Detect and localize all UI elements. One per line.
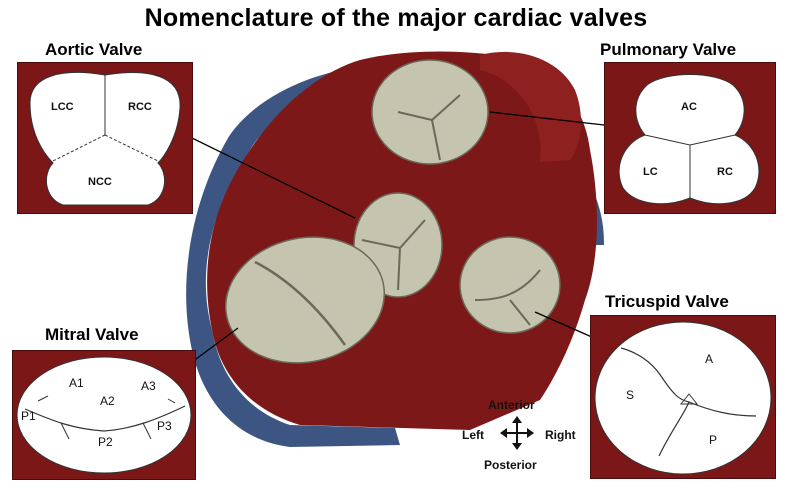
aortic-cusp-label: RCC: [128, 101, 152, 113]
pulmonary-trunk: [480, 51, 582, 162]
tricuspid-leaflet-label: S: [626, 388, 635, 402]
mitral-scallop-label: A1: [69, 376, 84, 390]
pulmonary-valve-leaflets: [371, 59, 489, 165]
pulmonary-cusp-label: LC: [643, 166, 658, 178]
orientation-right-label: Right: [545, 428, 576, 442]
orientation-left-label: Left: [462, 428, 484, 442]
aortic-cusp-label: LCC: [51, 101, 74, 113]
mitral-scallop-label: P1: [21, 409, 36, 423]
tricuspid-valve-panel: A S P: [590, 315, 776, 479]
pulmonary-valve-panel: AC LC RC: [604, 62, 776, 214]
orientation-compass-arrows: [500, 416, 534, 450]
aortic-valve-title: Aortic Valve: [45, 40, 143, 59]
orientation-posterior-label: Posterior: [484, 458, 537, 472]
pulmonary-valve-title: Pulmonary Valve: [600, 40, 737, 59]
mitral-valve-panel: A1 A2 A3 P1 P2 P3: [12, 350, 196, 480]
tricuspid-leaflet-label: P: [709, 433, 718, 447]
mitral-scallop-label: P3: [157, 419, 172, 433]
tricuspid-valve-title: Tricuspid Valve: [605, 292, 729, 311]
aortic-valve-panel: LCC RCC NCC: [17, 62, 193, 214]
mitral-scallop-label: P2: [98, 435, 113, 449]
mitral-valve-title: Mitral Valve: [45, 325, 139, 344]
mitral-scallop-label: A2: [100, 394, 115, 408]
pulmonary-cusp-label: AC: [681, 101, 697, 113]
coronary-vessel: [186, 68, 400, 447]
mitral-scallop-label: A3: [141, 379, 156, 393]
aortic-cusp-label: NCC: [88, 176, 112, 188]
tricuspid-leaflet-label: A: [705, 352, 714, 366]
pulmonary-leader-line: [489, 111, 605, 126]
page-title: Nomenclature of the major cardiac valves: [144, 4, 648, 32]
pulmonary-cusp-label: RC: [717, 166, 733, 178]
mitral-valve-schematic: [16, 356, 192, 474]
tricuspid-valve-leaflets: [459, 236, 561, 334]
aortic-valve-schematic: [29, 72, 181, 206]
orientation-anterior-label: Anterior: [488, 398, 535, 412]
tricuspid-valve-schematic: [594, 321, 772, 475]
mitral-leader-line: [191, 327, 239, 363]
aortic-leader-line: [191, 137, 356, 219]
pulmonary-valve-schematic: [618, 74, 760, 205]
